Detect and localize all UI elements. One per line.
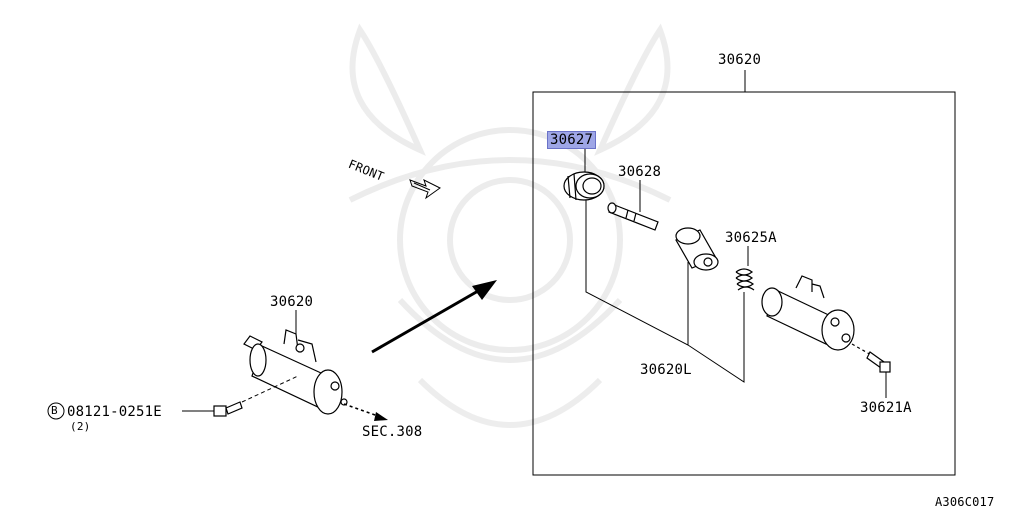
seal-cup-part (563, 171, 605, 201)
sec-arrowhead (374, 412, 388, 421)
sec-dotted-line (343, 403, 379, 417)
bolt-dash-line (241, 375, 299, 403)
pointer-arrow-shaft (371, 285, 486, 354)
label-section-reference[interactable]: SEC.308 (362, 424, 423, 440)
label-spring: 30625A (725, 230, 777, 246)
label-bolt-qty: (2) (70, 420, 91, 433)
label-seal-cup-highlighted[interactable]: 30627 (546, 131, 597, 149)
label-pushrod: 30628 (618, 164, 662, 180)
assembly-box (532, 91, 956, 476)
bolt-part (213, 401, 243, 417)
label-bleeder-screw: 30621A (860, 400, 912, 416)
label-diagram-code: A306C017 (935, 495, 995, 509)
label-bolt-prefix: B (51, 404, 58, 417)
group-leader-30620L (585, 200, 745, 383)
label-bolt-part: 08121-0251E (67, 404, 162, 420)
label-main-assembly: 30620 (718, 52, 762, 68)
pushrod-part (607, 202, 659, 231)
label-small-assembly: 30620 (270, 294, 314, 310)
watermark-emblem (348, 23, 672, 428)
piston-part (675, 227, 719, 271)
label-inner-group: 30620L (640, 362, 692, 378)
front-arrow-icon (409, 179, 441, 200)
cylinder-body-part (761, 275, 855, 351)
spring-part (735, 268, 755, 291)
pointer-arrow-head (472, 280, 497, 300)
circled-b-symbol (47, 402, 65, 420)
bleeder-screw-part (851, 343, 891, 373)
slave-cylinder-assembly (243, 329, 348, 415)
